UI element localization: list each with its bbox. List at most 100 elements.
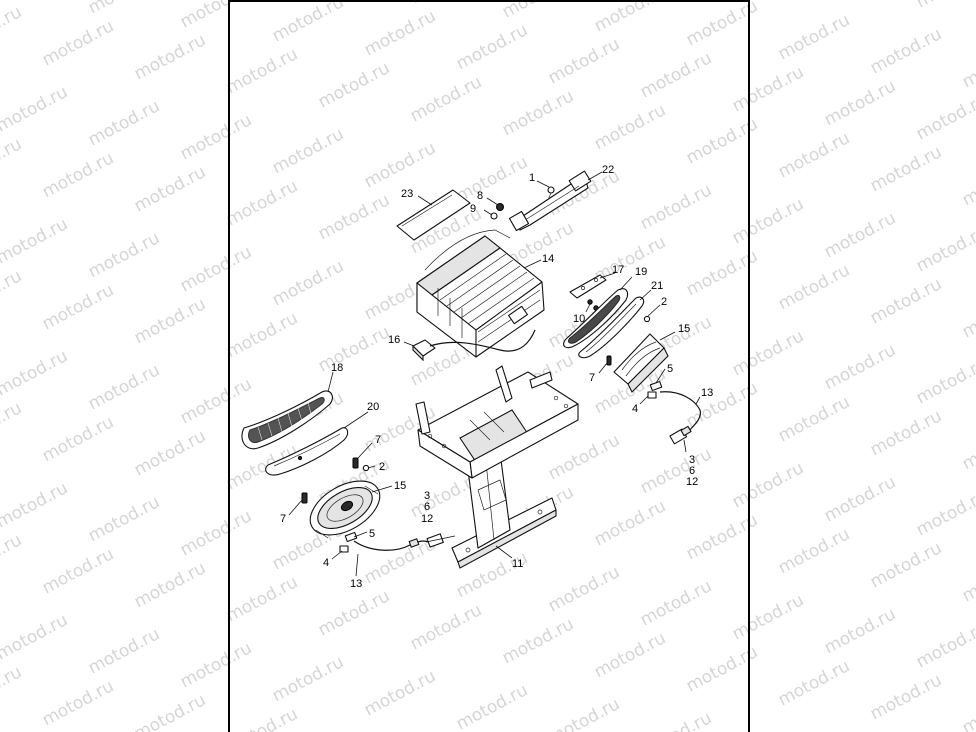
watermark-text: motod.ru [637,576,715,630]
watermark-text: motod.ru [775,524,853,578]
watermark-text: motod.ru [407,600,485,654]
callout-8: 8 [477,190,483,202]
watermark-text: motod.ru [729,326,807,380]
callout-7-right: 7 [589,372,595,384]
callout-7-left: 7 [375,434,381,446]
part-18-left-grille [241,390,333,450]
watermark-text: motod.ru [913,0,976,12]
watermark-text: motod.ru [637,708,715,732]
watermark-text: motod.ru [775,128,853,182]
watermark-text: motod.ru [85,228,163,282]
watermark-text: motod.ru [545,430,623,484]
watermark-text: motod.ru [591,496,669,550]
watermark-text: motod.ru [867,274,945,328]
watermark-text: motod.ru [453,20,531,74]
watermark-text: motod.ru [131,30,209,84]
callout-3-left: 3 [424,490,430,502]
watermark-text: motod.ru [361,6,439,60]
part-4-left-terminal [339,545,349,553]
watermark-text: motod.ru [131,162,209,216]
watermark-text: motod.ru [591,100,669,154]
watermark-text: motod.ru [315,322,393,376]
watermark-text: motod.ru [959,552,976,606]
part-11-main-frame [415,365,579,569]
part-15-right-speaker [613,333,669,393]
watermark-text: motod.ru [499,614,577,668]
watermark-text: motod.ru [821,604,899,658]
watermark-text: motod.ru [0,0,71,4]
watermark-text: motod.ru [0,266,25,320]
watermark-text: motod.ru [85,360,163,414]
part-22-strap [508,170,592,232]
callout-19: 19 [635,266,647,278]
watermark-text: motod.ru [591,0,669,36]
watermark-text: motod.ru [0,398,25,452]
callout-16: 16 [388,334,400,346]
callout-10: 10 [573,313,585,325]
watermark-text: motod.ru [407,72,485,126]
watermark-text: motod.ru [775,260,853,314]
watermark-text: motod.ru [499,0,577,22]
part-2-right-nut [643,315,651,323]
callout-21: 21 [651,280,663,292]
part-5-right-connector [649,380,663,392]
watermark-text: motod.ru [177,0,255,32]
watermark-text: motod.ru [361,666,439,720]
watermark-text: motod.ru [867,670,945,724]
callout-1: 1 [529,172,535,184]
callout-18: 18 [331,362,343,374]
watermark-text: motod.ru [223,704,301,732]
part-14-amplifier-unit [416,229,545,358]
watermark-text: motod.ru [913,354,976,408]
watermark-text: motod.ru [177,374,255,428]
part-7-left-spring [352,457,359,469]
watermark-text: motod.ru [867,142,945,196]
watermark-text: motod.ru [223,176,301,230]
callout-9: 9 [470,203,476,215]
watermark-text: motod.ru [729,458,807,512]
callout-13-left: 13 [350,578,362,590]
callout-15-right: 15 [678,323,690,335]
watermark-text: motod.ru [315,190,393,244]
watermark-text: motod.ru [821,472,899,526]
part-9-washer [490,212,498,220]
callout-6-right: 6 [689,465,695,477]
part-7-left-lower-spring [301,492,308,504]
watermark-text: motod.ru [223,308,301,362]
callout-4-right: 4 [632,403,638,415]
callout-labels: 1 22 23 8 9 14 17 19 21 2 10 15 16 7 5 4… [280,164,713,590]
watermark-text: motod.ru [131,690,209,732]
part-4-right-terminal [647,391,657,399]
callout-5-left: 5 [369,528,375,540]
watermark-text: motod.ru [223,572,301,626]
watermark-text: motod.ru [39,16,117,70]
callout-20: 20 [367,401,379,413]
watermark-text: motod.ru [867,538,945,592]
watermark-text: motod.ru [775,656,853,710]
watermark-text: motod.ru [0,530,25,584]
leader-lines [288,171,701,577]
watermark-text: motod.ru [39,676,117,730]
watermark-text: motod.ru [39,412,117,466]
watermark-text: motod.ru [361,138,439,192]
watermark-text: motod.ru [959,156,976,210]
watermark-text: motod.ru [85,96,163,150]
watermark-text: motod.ru [821,76,899,130]
watermark-text: motod.ru [269,124,347,178]
part-20-left-trim [265,427,349,476]
callout-22: 22 [602,164,614,176]
part-15-left-speaker [309,480,381,539]
watermark-text: motod.ru [729,62,807,116]
callout-5-right: 5 [667,363,673,375]
watermark-text: motod.ru [0,662,25,716]
part-13-right-harness [659,391,702,445]
watermark-text: motod.ru [867,406,945,460]
watermark-text: motod.ru [39,544,117,598]
watermark-text: motod.ru [269,256,347,310]
watermark-text: motod.ru [913,486,976,540]
watermark-text: motod.ru [545,34,623,88]
callout-6-left: 6 [424,501,430,513]
watermark-text: motod.ru [223,44,301,98]
callout-7-left-lower: 7 [280,513,286,525]
